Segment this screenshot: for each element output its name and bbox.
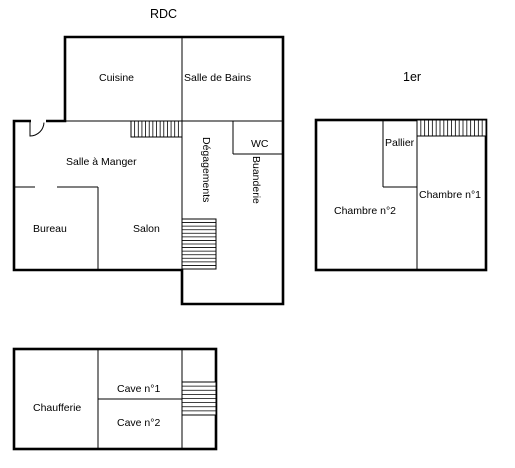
- room-label-bureau: Bureau: [33, 223, 67, 235]
- room-label-cave-2: Cave n°2: [117, 417, 160, 429]
- first-floor-outer-wall: [314, 118, 488, 272]
- room-label-chambre-2: Chambre n°2: [334, 205, 396, 217]
- stairs-first-floor-treads: [420, 120, 483, 136]
- room-label-salle-a-manger: Salle à Manger: [66, 156, 137, 168]
- room-label-salle-de-bains: Salle de Bains: [184, 72, 251, 84]
- room-label-cave-1: Cave n°1: [117, 383, 160, 395]
- ground-floor-plan: RDC Cuisine Salle de Bains WC Salle à Ma…: [12, 7, 285, 306]
- room-label-chaufferie: Chaufferie: [33, 402, 81, 414]
- first-floor-plan: 1er Pallier Chambre n°1 Chambre n°2: [314, 70, 488, 272]
- room-label-pallier: Pallier: [385, 137, 415, 149]
- stairs-basement-treads: [182, 385, 216, 412]
- room-label-salon: Salon: [133, 223, 160, 235]
- room-label-wc: WC: [251, 138, 269, 150]
- stairs-ground-vertical-treads: [182, 222, 216, 266]
- room-label-degagements: Dégagements: [200, 137, 212, 202]
- basement-plan: Chaufferie Cave n°1 Cave n°2: [12, 347, 218, 451]
- room-label-chambre-1: Chambre n°1: [419, 189, 481, 201]
- first-floor-title: 1er: [403, 70, 421, 84]
- room-label-cuisine: Cuisine: [99, 72, 134, 84]
- ground-floor-title: RDC: [150, 7, 177, 21]
- stairs-ground-horizontal-treads: [134, 121, 179, 137]
- room-label-buanderie: Buanderie: [250, 156, 262, 204]
- entrance-door-swing: [29, 121, 45, 137]
